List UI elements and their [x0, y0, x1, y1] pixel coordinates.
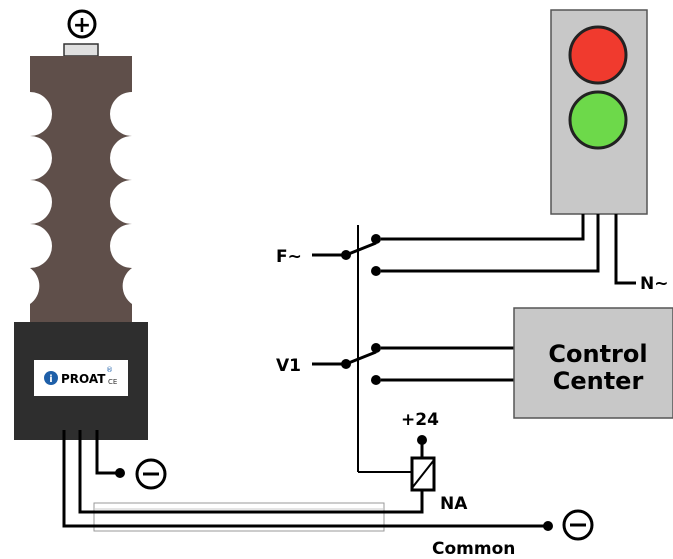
neutral-label: N~	[640, 274, 668, 294]
brand-name: PROAT	[61, 372, 106, 386]
positive-terminal-icon: +	[67, 9, 97, 39]
v1-label: V1	[276, 356, 301, 376]
svg-text:i: i	[49, 374, 52, 385]
top-terminal	[63, 43, 99, 57]
green-lamp-wire	[381, 214, 600, 273]
control-center-title-line1: Control	[548, 340, 647, 368]
control-center-title-line2: Center	[553, 367, 644, 395]
f-switch-blade	[345, 241, 377, 257]
control-center-box	[513, 307, 673, 419]
svg-text:+: +	[73, 13, 91, 38]
info-logo-icon	[44, 371, 58, 385]
ce-mark: CE	[108, 378, 117, 386]
insulator-body	[30, 56, 132, 326]
common-wire	[62, 430, 545, 528]
na-label: NA	[440, 494, 468, 514]
negative-wire	[95, 430, 118, 475]
f-phase-label: F~	[276, 247, 302, 267]
negative-terminal-icon-right	[562, 509, 594, 541]
v1-switch-blade	[345, 350, 377, 366]
plus24-label: +24	[401, 410, 439, 430]
signal-wire	[78, 430, 424, 514]
red-lamp	[568, 25, 628, 85]
shielded-cable	[93, 502, 385, 532]
common-label: Common	[432, 539, 515, 559]
neutral-wire	[614, 214, 636, 285]
red-lamp-wire	[381, 214, 585, 241]
green-lamp	[568, 90, 628, 150]
brand-trademark: ®	[106, 366, 113, 374]
negative-terminal-icon-left	[135, 458, 167, 490]
